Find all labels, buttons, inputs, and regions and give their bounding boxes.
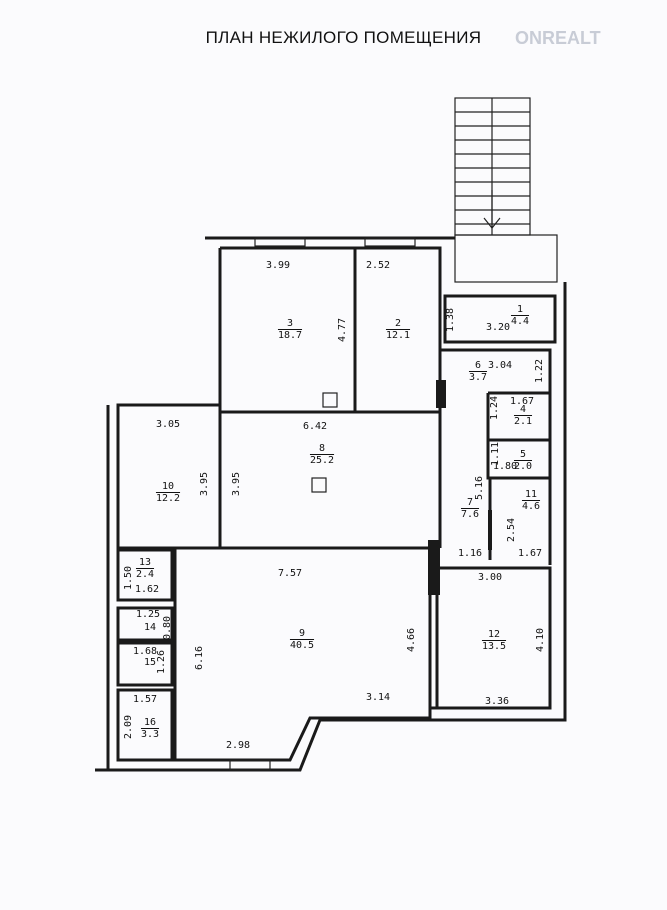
room-area-12: 13.5 — [482, 641, 506, 652]
room-area-10: 12.2 — [156, 493, 180, 504]
room-number-13: 13 — [139, 557, 151, 568]
room-area-7: 7.6 — [461, 509, 479, 520]
room-dimension-11: 2.54 — [506, 518, 517, 542]
walls — [95, 236, 567, 772]
plan-title: ПЛАН НЕЖИЛОГО ПОМЕЩЕНИЯ — [205, 28, 482, 47]
staircase — [454, 97, 558, 283]
room-area-13: 2.4 — [136, 569, 154, 580]
room-dimension-10: 3.05 — [156, 419, 180, 430]
room-dimension-4: 1.24 — [489, 396, 500, 420]
room-dimension-6: 3.04 — [488, 360, 512, 371]
room-dimension-14: 0.80 — [162, 616, 173, 640]
room-dimension-2: 2.52 — [366, 260, 390, 271]
room-dimension-3: 4.77 — [337, 318, 348, 342]
room-area-8: 25.2 — [310, 455, 334, 466]
room-area-3: 18.7 — [278, 330, 302, 341]
room-number-12: 12 — [488, 629, 500, 640]
room-dimension-13: 1.50 — [123, 566, 134, 590]
room-area-1: 4.4 — [511, 316, 529, 327]
room-number-9: 9 — [299, 628, 305, 639]
room-dimension-9: 7.57 — [278, 568, 302, 579]
room-dimension-5: 1.11 — [490, 442, 501, 466]
room-dimension-9: 4.66 — [406, 628, 417, 652]
room-dimension-9: 3.14 — [366, 692, 390, 703]
room-number-4: 4 — [520, 404, 526, 415]
room-number-2: 2 — [395, 318, 401, 329]
room-number-11: 11 — [525, 489, 537, 500]
room-dimension-3: 3.99 — [266, 260, 290, 271]
room-area-6: 3.7 — [469, 372, 487, 383]
room-dimension-14: 1.25 — [136, 609, 160, 620]
room-dimension-1: 3.20 — [486, 322, 510, 333]
room-number-7: 7 — [467, 497, 473, 508]
room-dimension-7: 5.16 — [474, 476, 485, 500]
room-dimension-16: 1.57 — [133, 694, 157, 705]
room-number-8: 8 — [319, 443, 325, 454]
room-number-15: 15 — [144, 657, 156, 668]
room-dimension-8: 3.95 — [231, 472, 242, 496]
room-number-5: 5 — [520, 449, 526, 460]
room-dimension-15: 1.68 — [133, 646, 157, 657]
room-number-6: 6 — [475, 360, 481, 371]
room-dimension-9: 2.98 — [226, 740, 250, 751]
room-area-9: 40.5 — [290, 640, 314, 651]
room-number-3: 3 — [287, 318, 293, 329]
room-dimension-15: 1.26 — [156, 650, 167, 674]
watermark-logo: ONREALT — [515, 28, 601, 48]
room-dimension-12: 4.10 — [535, 628, 546, 652]
room-dimension-4: 1.67 — [510, 396, 534, 407]
room-dimension-9: 6.16 — [194, 646, 205, 670]
room-area-16: 3.3 — [141, 729, 159, 740]
room-dimension-5: 1.80 — [493, 461, 517, 472]
room-dimension-10: 3.95 — [199, 472, 210, 496]
room-number-16: 16 — [144, 717, 156, 728]
room-number-10: 10 — [162, 481, 174, 492]
room-dimension-11: 1.67 — [518, 548, 542, 559]
room-area-11: 4.6 — [522, 501, 540, 512]
room-dimension-1: 1.38 — [445, 308, 456, 332]
room-dimension-12: 3.00 — [478, 572, 502, 583]
room-number-14: 14 — [144, 622, 156, 633]
room-dimension-6: 1.22 — [534, 359, 545, 383]
room-dimension-16: 2.09 — [123, 715, 134, 739]
room-number-1: 1 — [517, 304, 523, 315]
room-dimension-12: 3.36 — [485, 696, 509, 707]
room-area-4: 2.1 — [514, 416, 532, 427]
room-dimension-7: 1.16 — [458, 548, 482, 559]
room-area-2: 12.1 — [386, 330, 410, 341]
room-dimension-8: 6.42 — [303, 421, 327, 432]
room-dimension-13: 1.62 — [135, 584, 159, 595]
room-area-5: 2.0 — [514, 461, 532, 472]
